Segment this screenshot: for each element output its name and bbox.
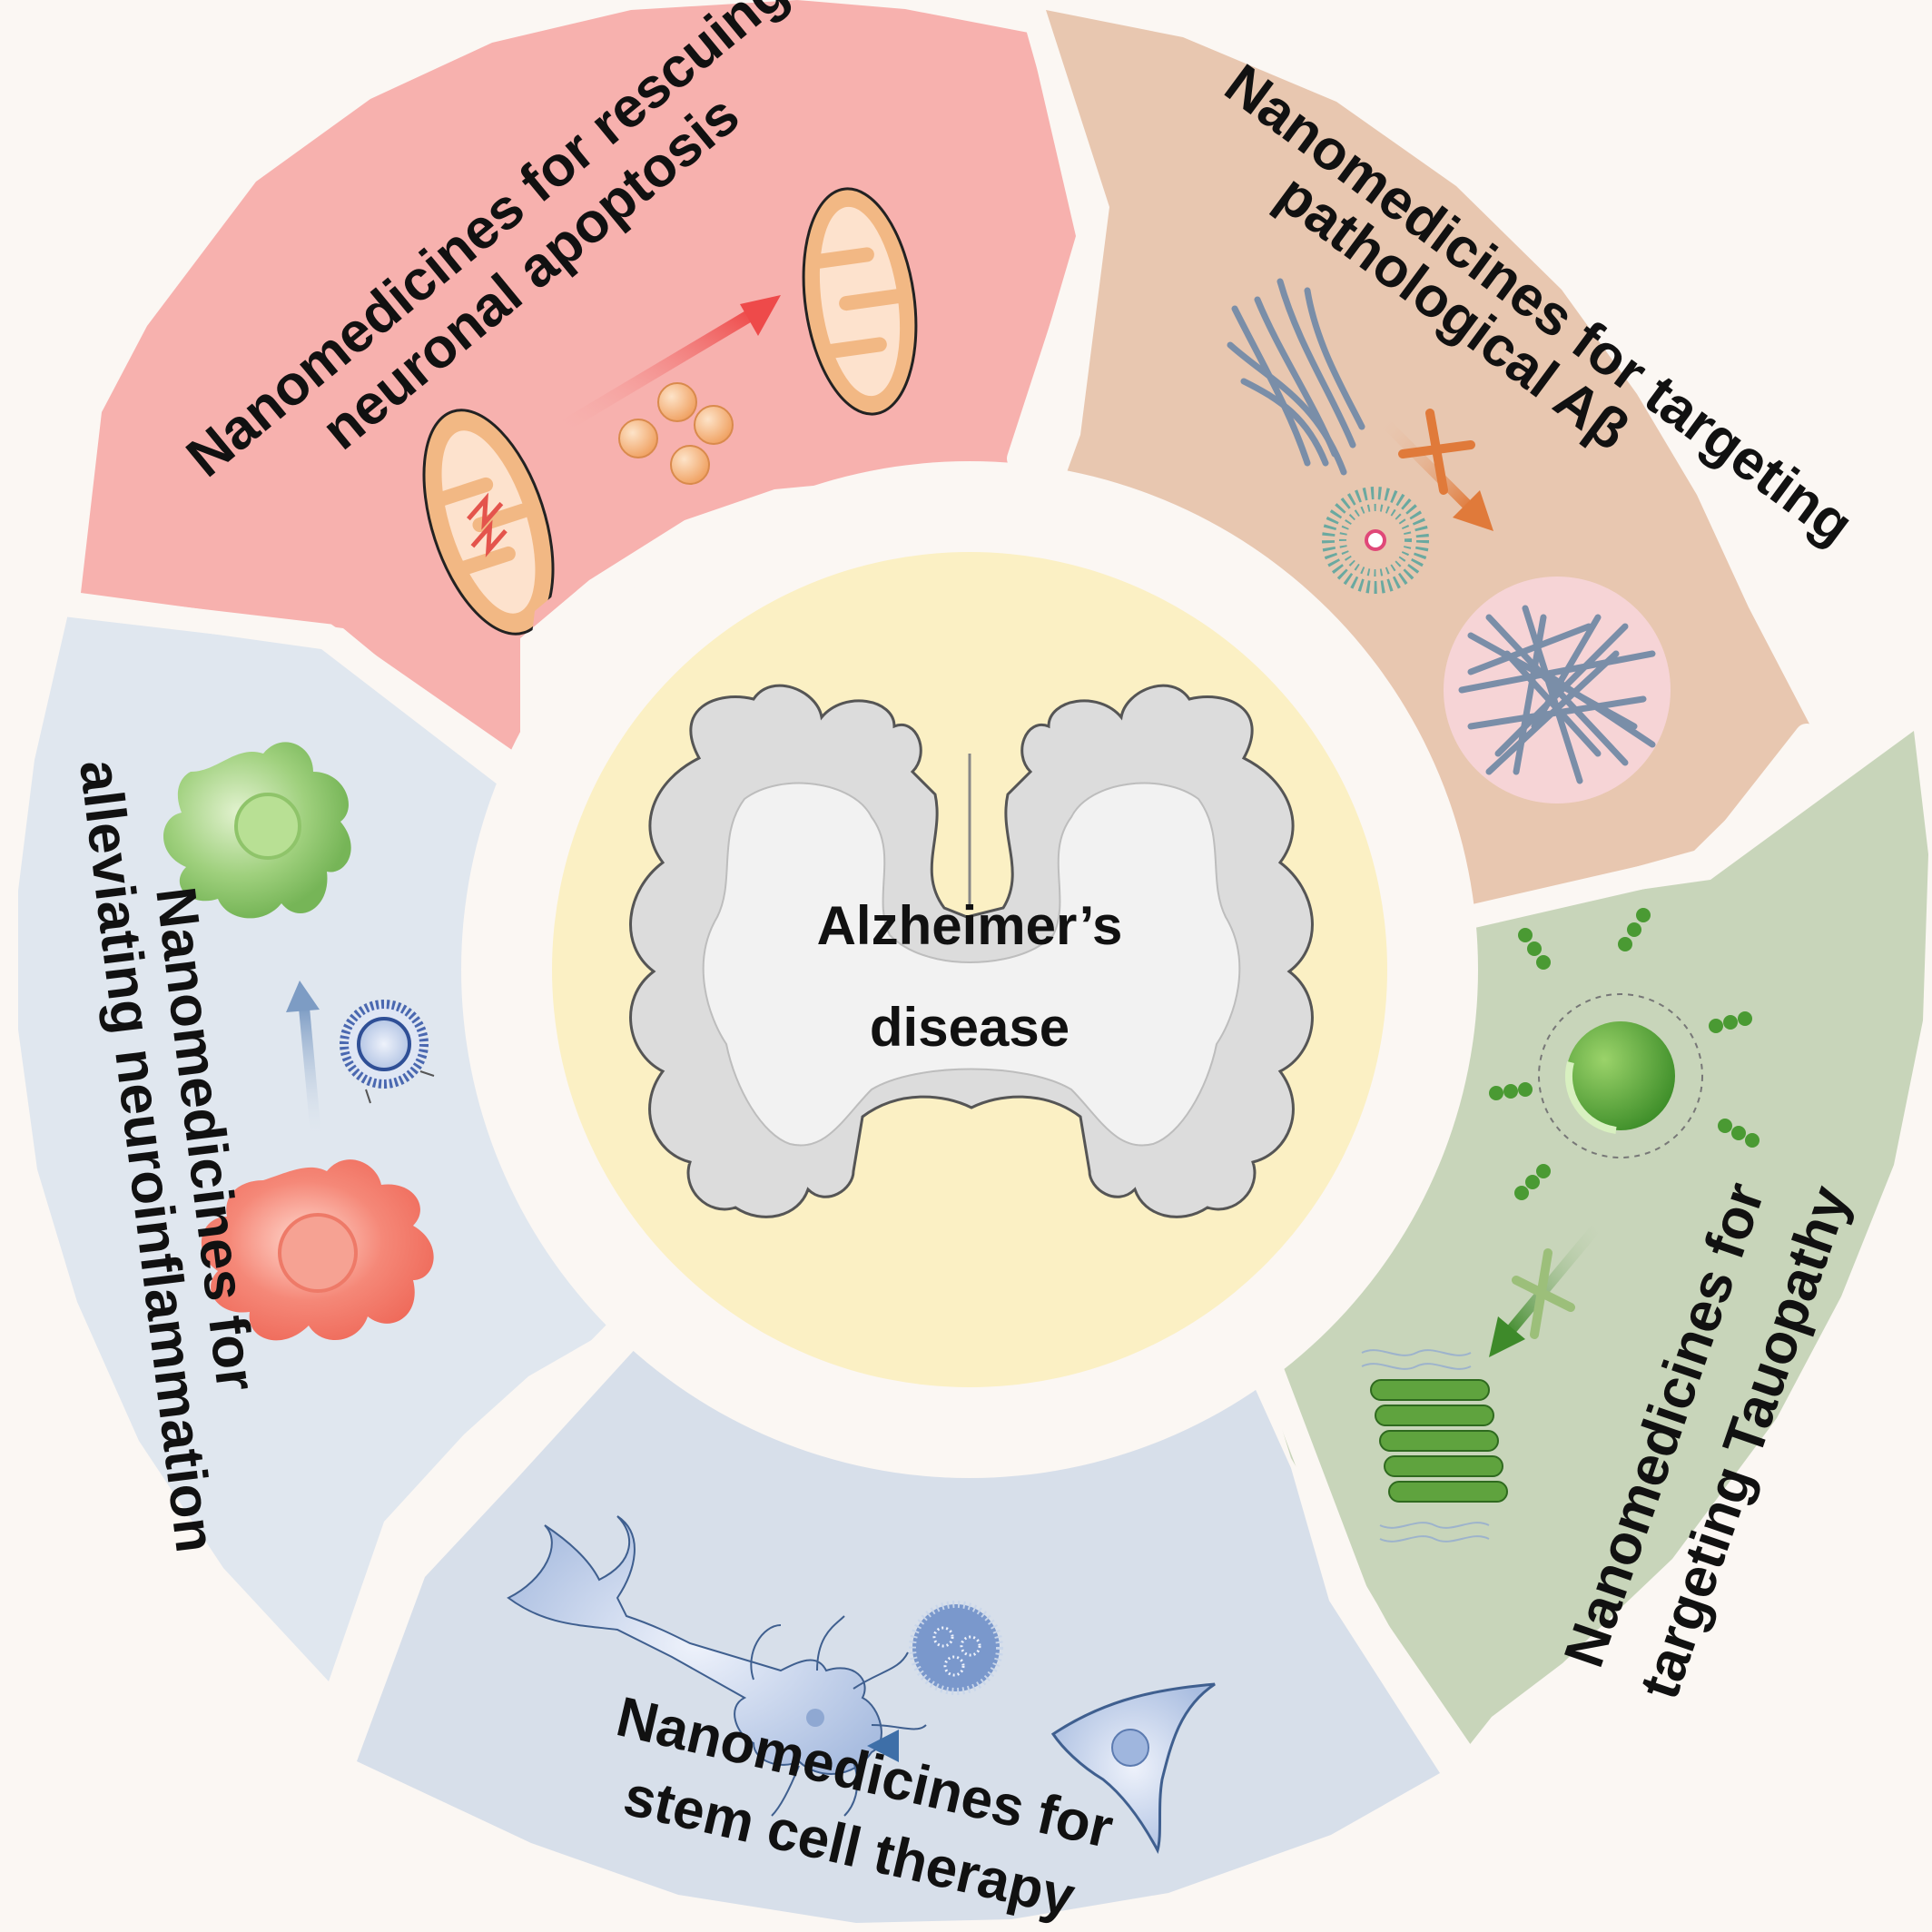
- inflammation-illustration: [163, 742, 435, 1341]
- nanoparticle-icon: [657, 382, 697, 422]
- amyloid-fibril-icon: [1227, 278, 1365, 476]
- amyloid-plaque-icon: [1444, 577, 1671, 803]
- stemcell-illustration: [507, 1515, 1216, 1855]
- segment-dividers: [52, 6, 1819, 1775]
- blocked-arrow: [1503, 1222, 1602, 1338]
- center-title-line2: disease: [870, 997, 1070, 1058]
- exosome-nanoparticle-icon: [909, 1601, 1003, 1695]
- stem-cell-icon: [1050, 1682, 1216, 1855]
- healthy-mitochondrion-icon: [802, 187, 918, 416]
- m2-microglia-icon: [163, 742, 351, 919]
- polarization-arrow: [299, 1007, 321, 1136]
- segment-apoptosis-bg: [81, 0, 1076, 774]
- segment-stemcell-bg: [357, 1345, 1440, 1923]
- amyloid-illustration: [1227, 278, 1671, 803]
- blocked-arrow: [1380, 418, 1475, 513]
- m1-microglia-icon: [201, 1159, 434, 1341]
- neuron-icon: [507, 1515, 927, 1817]
- tau-illustration: [1361, 908, 1760, 1543]
- tau-fibril-icon: [1361, 1349, 1508, 1543]
- nanoparticle-icon: [670, 445, 710, 485]
- damaged-mitochondrion-icon: [422, 409, 555, 636]
- nanoparticle-icon: [694, 405, 734, 445]
- nanoparticle-micelle-icon: [1322, 487, 1429, 594]
- brain-icon: [629, 684, 1314, 1218]
- liposome-nanoparticle-icon: [340, 1000, 435, 1104]
- apoptosis-illustration: [422, 187, 918, 636]
- center-title-line1: Alzheimer’s: [817, 895, 1123, 956]
- rescue-arrow: [559, 307, 757, 433]
- tau-nanoparticle-icon: [1489, 908, 1760, 1200]
- nanoparticle-icon: [618, 419, 658, 458]
